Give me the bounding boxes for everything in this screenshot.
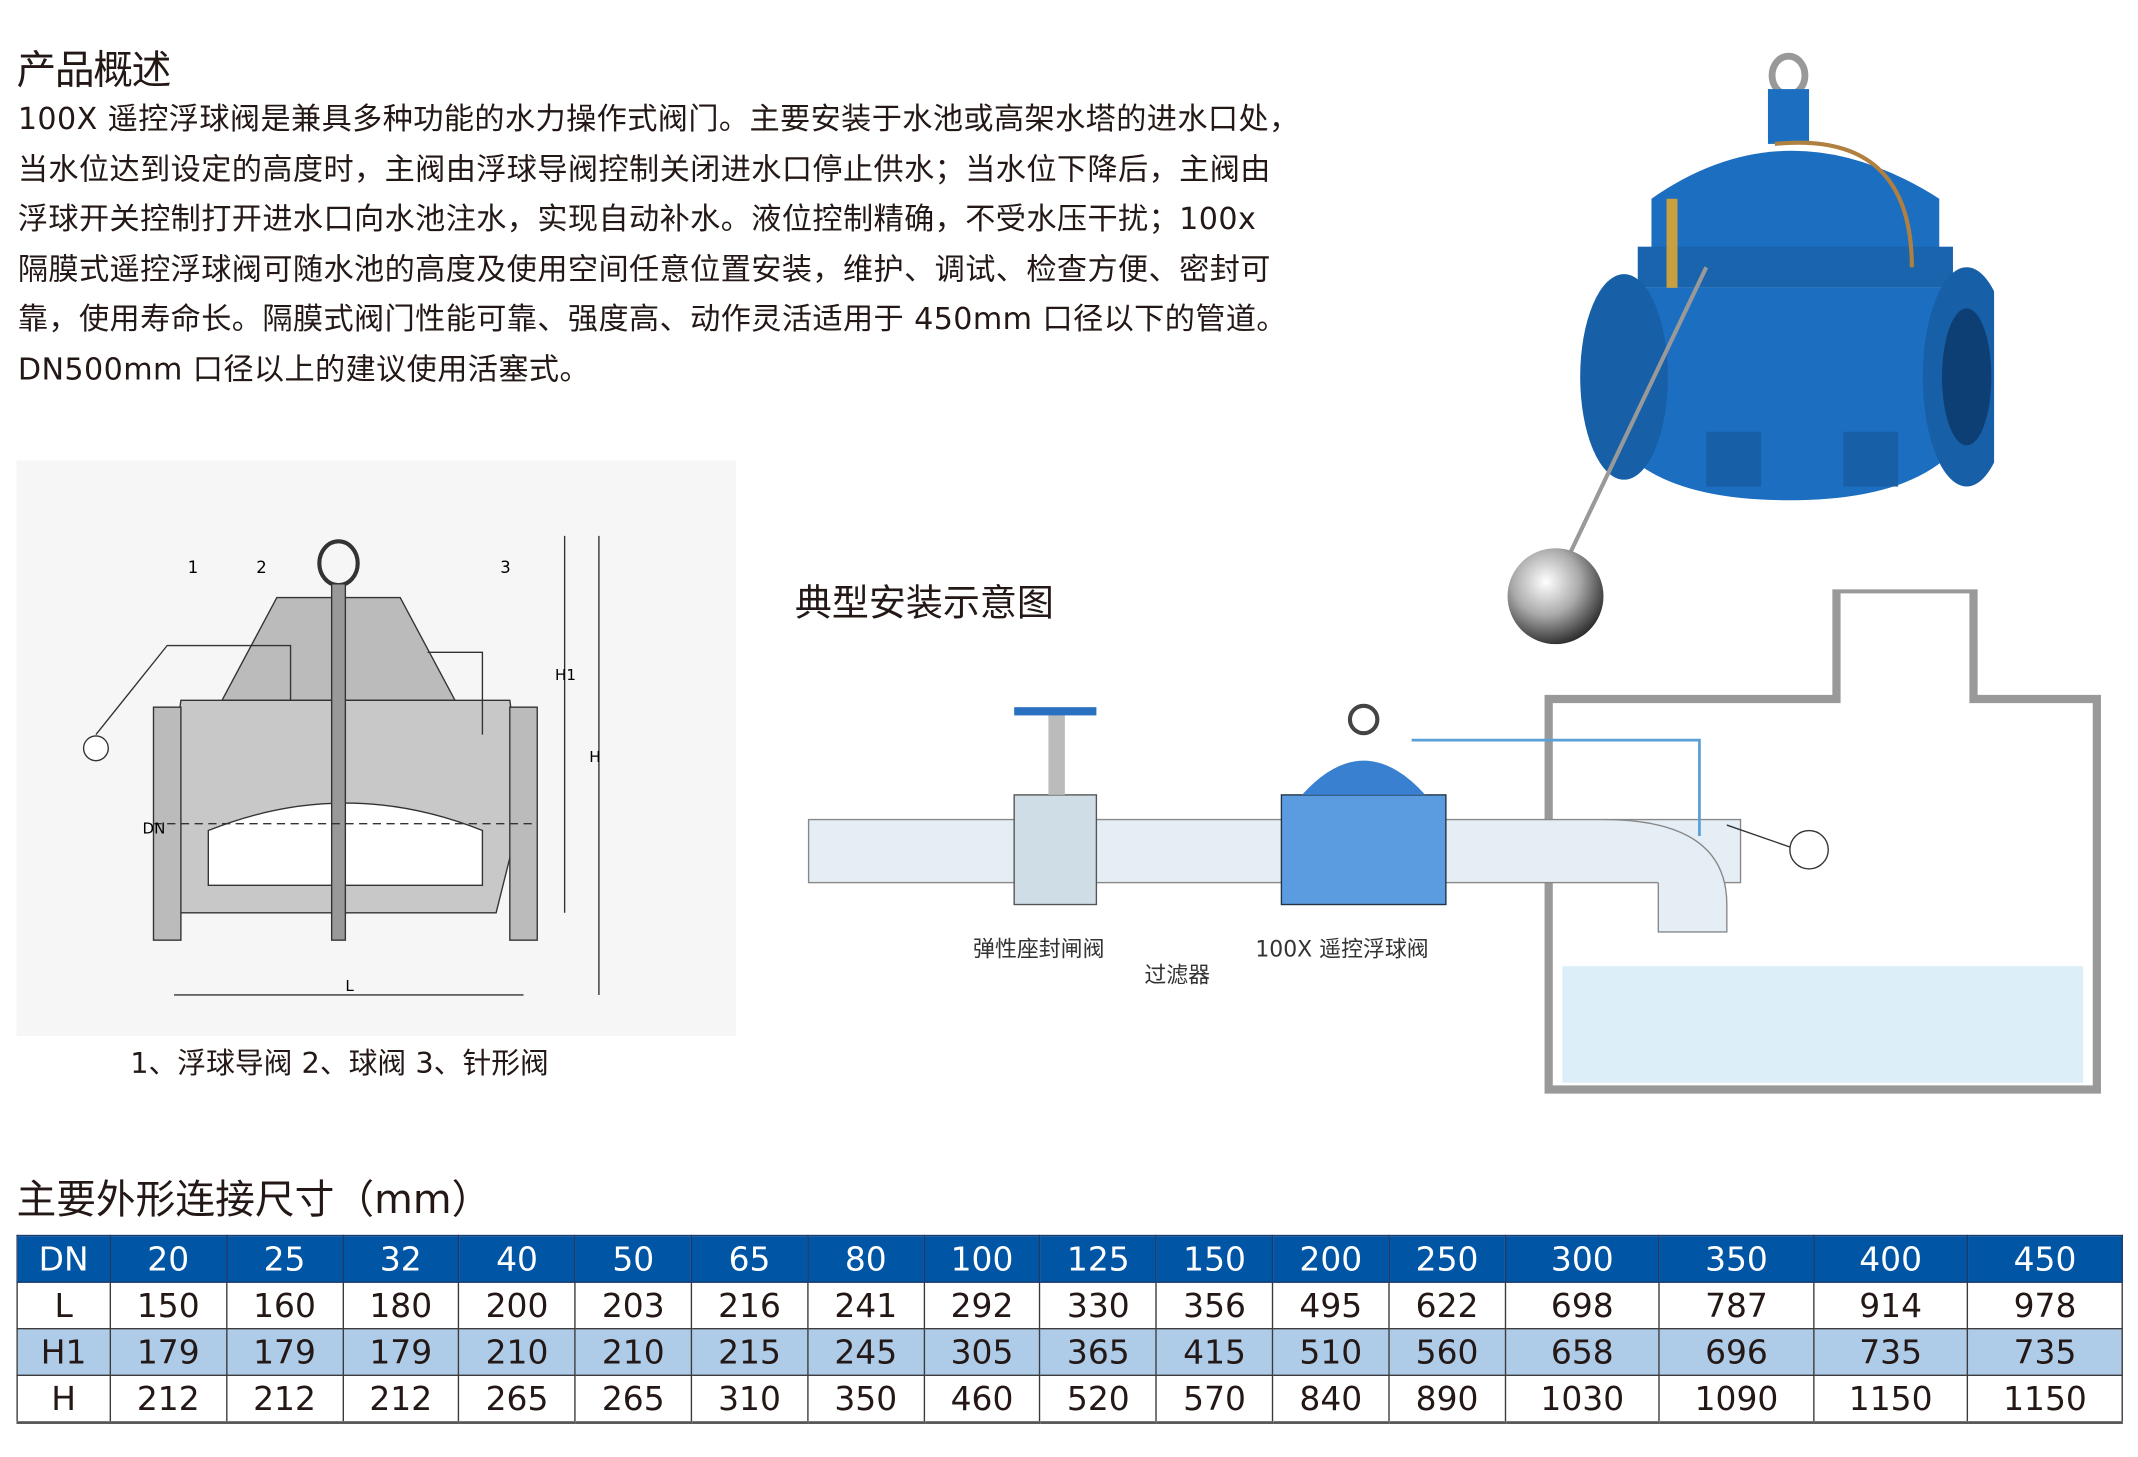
- table-cell: 1030: [1504, 1374, 1661, 1424]
- table-cell: 696: [1658, 1328, 1815, 1376]
- desc-line: 浮球开关控制打开进水口向水池注水，实现自动补水。液位控制精确，不受水压干扰；10…: [17, 203, 1257, 238]
- table-cell: 450: [1967, 1234, 2123, 1283]
- table-cell: 210: [458, 1328, 576, 1376]
- installation-diagram: 弹性座封闸阀 过滤器 100X 遥控浮球阀: [807, 589, 2101, 1094]
- table-cell: 200: [1271, 1234, 1390, 1283]
- table-cell: 570: [1155, 1374, 1274, 1424]
- desc-line: 当水位达到设定的高度时，主阀由浮球导阀控制关闭进水口停止供水；当水位下降后，主阀…: [17, 152, 1271, 188]
- callout-3: 3: [500, 558, 510, 577]
- dimensions-title: 主要外形连接尺寸（mm）: [16, 1175, 492, 1223]
- table-cell: 840: [1271, 1374, 1390, 1424]
- table-cell: 212: [341, 1374, 460, 1424]
- desc-line: 100X 遥控浮球阀是兼具多种功能的水力操作式阀门。主要安装于水池或高架水塔的进…: [17, 102, 1300, 138]
- table-cell: 1150: [1812, 1374, 1969, 1424]
- dim-l: L: [345, 977, 354, 995]
- table-cell: 300: [1504, 1234, 1661, 1283]
- table-cell: 520: [1039, 1374, 1158, 1424]
- table-cell: 210: [574, 1328, 693, 1376]
- table-cell: 215: [690, 1328, 809, 1376]
- table-cell: 735: [1967, 1328, 2123, 1376]
- table-cell: 179: [225, 1328, 344, 1376]
- table-cell: 330: [1039, 1281, 1158, 1330]
- table-cell: 160: [225, 1281, 344, 1330]
- table-cell: 180: [341, 1281, 460, 1330]
- table-cell: 265: [574, 1374, 693, 1424]
- table-cell: 40: [458, 1234, 576, 1283]
- table-cell: 32: [341, 1234, 460, 1283]
- callout-2: 2: [256, 558, 266, 577]
- table-cell: 179: [341, 1328, 460, 1376]
- table-cell: 978: [1967, 1281, 2123, 1330]
- installation-title: 典型安装示意图: [794, 582, 1054, 625]
- section-drawing: 1 2 3 DN H1 H L: [16, 460, 736, 1037]
- table-cell: 350: [806, 1374, 925, 1424]
- table-cell: 150: [109, 1281, 228, 1330]
- desc-line: 靠，使用寿命长。隔膜式阀门性能可靠、强度高、动作灵活适用于 450mm 口径以下…: [17, 303, 1287, 338]
- table-cell: 212: [225, 1374, 344, 1424]
- table-cell: 350: [1658, 1234, 1815, 1283]
- table-cell: 356: [1155, 1281, 1274, 1330]
- label-gate-valve: 弹性座封闸阀: [973, 938, 1104, 963]
- table-cell: 203: [574, 1281, 693, 1330]
- table-cell: 292: [923, 1281, 1041, 1330]
- table-cell: 1090: [1658, 1374, 1815, 1424]
- table-cell: 310: [690, 1374, 809, 1424]
- table-cell: 510: [1271, 1328, 1390, 1376]
- row-label: H1: [16, 1328, 111, 1376]
- dim-h1: H1: [555, 666, 576, 684]
- desc-line: 隔膜式遥控浮球阀可随水池的高度及使用空间任意位置安装，维护、调试、检查方便、密封…: [17, 253, 1271, 288]
- row-label: DN: [16, 1234, 111, 1283]
- table-cell: 400: [1812, 1234, 1969, 1283]
- callout-1: 1: [188, 558, 198, 577]
- section-caption: 1、浮球导阀 2、球阀 3、针形阀: [130, 1047, 549, 1080]
- table-cell: 50: [574, 1234, 693, 1283]
- table-cell: 787: [1658, 1281, 1815, 1330]
- table-cell: 150: [1155, 1234, 1274, 1283]
- overview-description: 100X 遥控浮球阀是兼具多种功能的水力操作式阀门。主要安装于水池或高架水塔的进…: [18, 96, 1471, 397]
- dim-h: H: [589, 748, 600, 766]
- label-filter: 过滤器: [1144, 964, 1210, 989]
- label-float-valve: 100X 遥控浮球阀: [1255, 938, 1428, 963]
- table-cell: 100: [923, 1234, 1041, 1283]
- table-cell: 365: [1039, 1328, 1158, 1376]
- table-cell: 560: [1388, 1328, 1506, 1376]
- table-cell: 65: [690, 1234, 809, 1283]
- table-cell: 698: [1504, 1281, 1661, 1330]
- table-cell: 179: [109, 1328, 228, 1376]
- table-cell: 245: [806, 1328, 925, 1376]
- table-cell: 890: [1388, 1374, 1506, 1424]
- dim-dn: DN: [143, 819, 166, 837]
- row-label: H: [16, 1374, 111, 1424]
- table-cell: 25: [225, 1234, 344, 1283]
- table-cell: 125: [1039, 1234, 1158, 1283]
- table-cell: 241: [806, 1281, 925, 1330]
- table-cell: 80: [806, 1234, 925, 1283]
- table-cell: 216: [690, 1281, 809, 1330]
- desc-line: DN500mm 口径以上的建议使用活塞式。: [17, 353, 591, 388]
- table-cell: 200: [458, 1281, 576, 1330]
- table-cell: 250: [1388, 1234, 1506, 1283]
- table-cell: 265: [458, 1374, 576, 1424]
- valve-product-photo: [1507, 52, 1995, 645]
- table-cell: 622: [1388, 1281, 1506, 1330]
- table-cell: 1150: [1967, 1374, 2123, 1424]
- table-cell: 460: [923, 1374, 1041, 1424]
- table-cell: 305: [923, 1328, 1041, 1376]
- table-cell: 658: [1504, 1328, 1661, 1376]
- table-cell: 914: [1812, 1281, 1969, 1330]
- table-cell: 415: [1155, 1328, 1274, 1376]
- table-cell: 495: [1271, 1281, 1390, 1330]
- table-cell: 20: [109, 1234, 228, 1283]
- table-cell: 735: [1812, 1328, 1969, 1376]
- row-label: L: [16, 1281, 111, 1330]
- overview-title: 产品概述: [16, 46, 171, 94]
- table-cell: 212: [109, 1374, 228, 1424]
